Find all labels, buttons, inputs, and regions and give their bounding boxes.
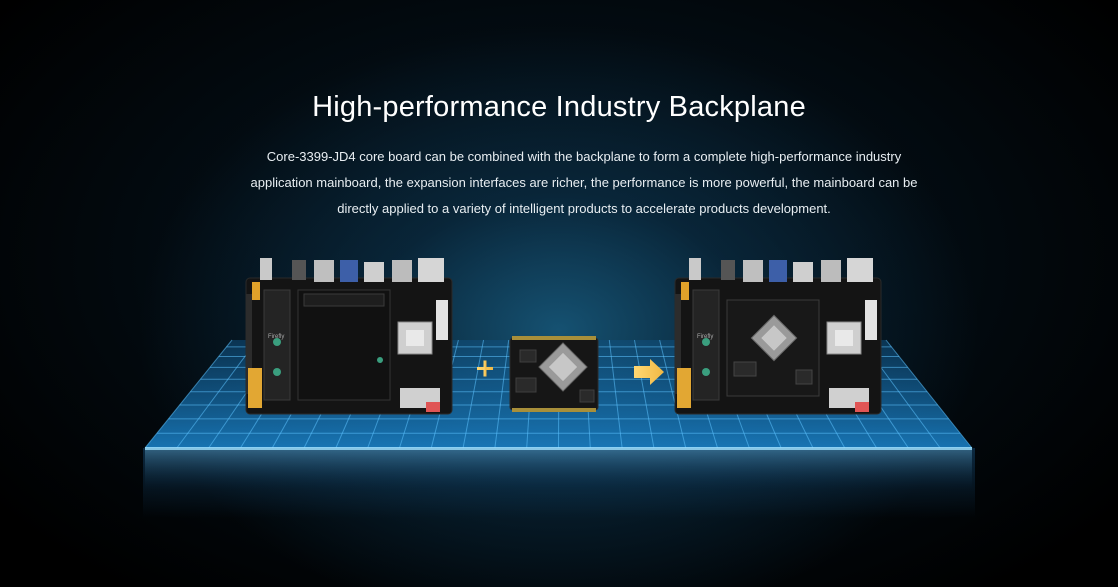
- core-board: [509, 336, 599, 412]
- grid-line: [462, 339, 485, 449]
- logo-text-left: Firefly: [268, 334, 284, 340]
- grid-line: [176, 339, 258, 449]
- description-text: Core-3399-JD4 core board can be combined…: [250, 149, 918, 216]
- arrow-right-icon: [634, 359, 664, 385]
- grid-line: [885, 339, 973, 449]
- backplane-board-left: Firefly: [245, 258, 453, 415]
- grid-line: [633, 339, 655, 449]
- plus-icon: [477, 360, 493, 377]
- logo-text-right: Firefly: [697, 334, 713, 340]
- mainboard-combined-right: Firefly: [674, 258, 882, 415]
- grid-line: [659, 339, 687, 449]
- grid-line: [144, 339, 233, 449]
- grid-line: [494, 339, 510, 449]
- page-title: High-performance Industry Backplane: [312, 91, 806, 124]
- grid-line: [608, 339, 623, 449]
